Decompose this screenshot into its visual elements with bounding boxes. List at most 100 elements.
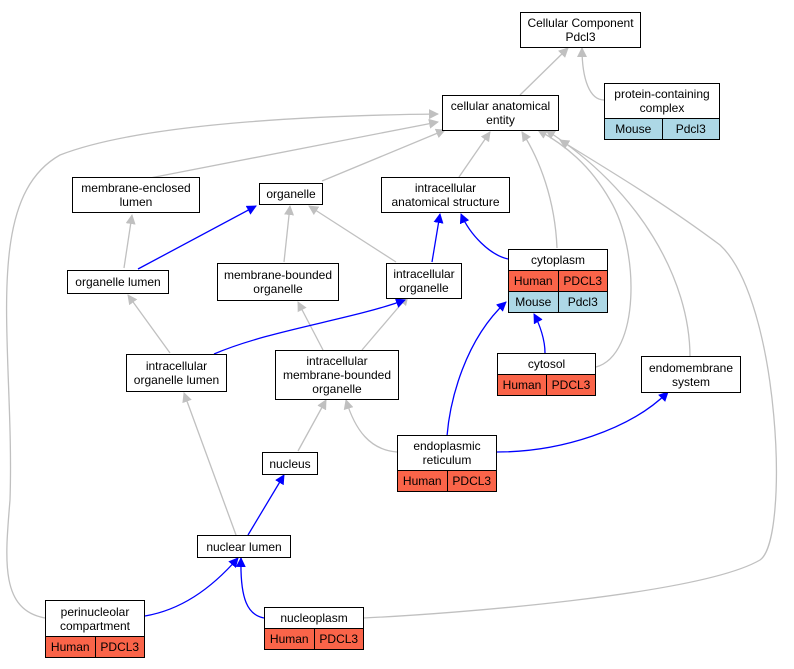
edge-imbo-to-io	[361, 295, 409, 351]
gene-pdcl3[interactable]: PDCL3	[313, 629, 364, 649]
node-label: organelle lumen	[75, 275, 161, 289]
edge-endomembrane-to-cae	[545, 129, 691, 358]
node-nucleus[interactable]: nucleus	[262, 452, 318, 475]
node-label: anatomical structure	[391, 195, 500, 209]
edge-er-to-cytoplasm	[446, 301, 507, 437]
node-label: membrane-bounded	[282, 368, 392, 382]
edge-ol-to-mel	[123, 214, 136, 269]
edge-er-to-endomembrane	[496, 391, 669, 453]
species-human[interactable]: Human	[50, 640, 90, 654]
gene-pdcl3[interactable]: Pdcl3	[661, 119, 720, 139]
edge-cytoplasm-to-cae	[521, 131, 558, 249]
node-label: compartment	[59, 618, 131, 633]
gene-row-nucleoplasm-human: Human PDCL3	[264, 629, 364, 650]
edge-cytoplasm-to-ias	[459, 213, 509, 260]
gene-row-cytoplasm-human: Human PDCL3	[508, 271, 608, 292]
node-label: organelle	[312, 382, 362, 396]
species-human[interactable]: Human	[513, 274, 553, 288]
node-label: endoplasmic	[413, 439, 481, 453]
node-label: Cellular Component	[527, 16, 634, 30]
edge-io-to-organelle	[308, 205, 397, 263]
edge-perinucleolar-to-cae	[5, 109, 439, 619]
species-human[interactable]: Human	[269, 632, 309, 646]
gene-pdcl3[interactable]: PDCL3	[94, 637, 145, 657]
gene-row-cytosol-human: Human PDCL3	[497, 375, 596, 396]
node-cytoplasm[interactable]: cytoplasm	[508, 249, 608, 271]
species-human[interactable]: Human	[402, 474, 442, 488]
node-label: complex	[639, 101, 685, 115]
edge-nuclear-lumen-to-nucleus	[247, 474, 285, 536]
edge-organelle-to-cae	[321, 128, 446, 182]
node-label: organelle	[266, 187, 316, 201]
node-label: intracellular	[393, 267, 455, 281]
edge-iol-to-io	[213, 298, 406, 355]
node-label: perinucleolar	[60, 604, 130, 619]
node-label: membrane-enclosed	[81, 181, 191, 195]
node-nucleoplasm[interactable]: nucleoplasm	[264, 607, 364, 629]
node-label: endomembrane	[648, 360, 734, 375]
edge-cae-to-root	[519, 47, 569, 96]
edge-ias-to-cae	[458, 131, 491, 178]
gene-row-protein-containing-complex: Mouse Pdcl3	[604, 119, 720, 140]
node-label: reticulum	[422, 453, 472, 467]
edge-er-to-imbo	[343, 399, 398, 453]
edge-iol-to-ol	[127, 294, 171, 354]
node-label: membrane-bounded	[223, 268, 333, 282]
edge-cytosol-to-cytoplasm	[533, 313, 546, 354]
node-label: nuclear lumen	[206, 539, 282, 554]
node-organelle-lumen[interactable]: organelle lumen	[67, 270, 169, 294]
species-mouse[interactable]: Mouse	[515, 295, 552, 309]
edge-ias-to-io	[431, 213, 444, 263]
node-cytosol[interactable]: cytosol	[497, 353, 596, 375]
gene-row-cytoplasm-mouse: Mouse Pdcl3	[508, 292, 608, 313]
node-label: intracellular	[306, 354, 368, 368]
node-label: system	[671, 374, 710, 389]
node-label: nucleoplasm	[280, 611, 348, 625]
gene-row-endoplasmic-reticulum-human: Human PDCL3	[397, 471, 497, 492]
node-label: lumen	[119, 195, 153, 209]
node-label: protein-containing	[614, 87, 710, 101]
edge-nucleoplasm-to-cae	[362, 139, 778, 619]
edge-mbo-to-organelle	[283, 205, 295, 263]
node-nuclear-lumen[interactable]: nuclear lumen	[197, 535, 291, 558]
node-label: organelle lumen	[133, 373, 220, 387]
edge-nucleoplasm-to-nuclear-lumen	[235, 557, 265, 619]
edge-nuclear-lumen-to-iol	[182, 392, 237, 536]
node-label: intracellular	[414, 181, 477, 195]
gene-pdcl3[interactable]: Pdcl3	[557, 292, 608, 312]
gene-pdcl3[interactable]: PDCL3	[557, 271, 608, 291]
node-label: cytosol	[527, 357, 566, 371]
edge-perinucleolar-to-nuclear-lumen	[144, 557, 239, 617]
species-human[interactable]: Human	[502, 378, 542, 392]
edge-pcc-to-root	[577, 47, 605, 101]
gene-pdcl3[interactable]: PDCL3	[446, 471, 497, 491]
node-label: cellular anatomical	[450, 99, 551, 113]
gene-pdcl3[interactable]: PDCL3	[546, 375, 595, 395]
node-label: nucleus	[269, 456, 311, 471]
node-label: entity	[486, 113, 515, 127]
edge-mel-to-cae	[149, 118, 439, 179]
node-label: intracellular	[145, 359, 208, 373]
gene-row-perinucleolar-human: Human PDCL3	[45, 637, 145, 658]
node-label: cytoplasm	[530, 253, 586, 267]
node-organelle[interactable]: organelle	[259, 183, 323, 205]
species-mouse[interactable]: Mouse	[615, 122, 652, 136]
edge-nucleus-to-imbo	[297, 399, 327, 452]
node-label: Pdcl3	[565, 30, 596, 44]
node-label: organelle	[253, 282, 303, 296]
edge-ol-to-organelle	[137, 205, 257, 270]
node-label: organelle	[399, 281, 449, 295]
